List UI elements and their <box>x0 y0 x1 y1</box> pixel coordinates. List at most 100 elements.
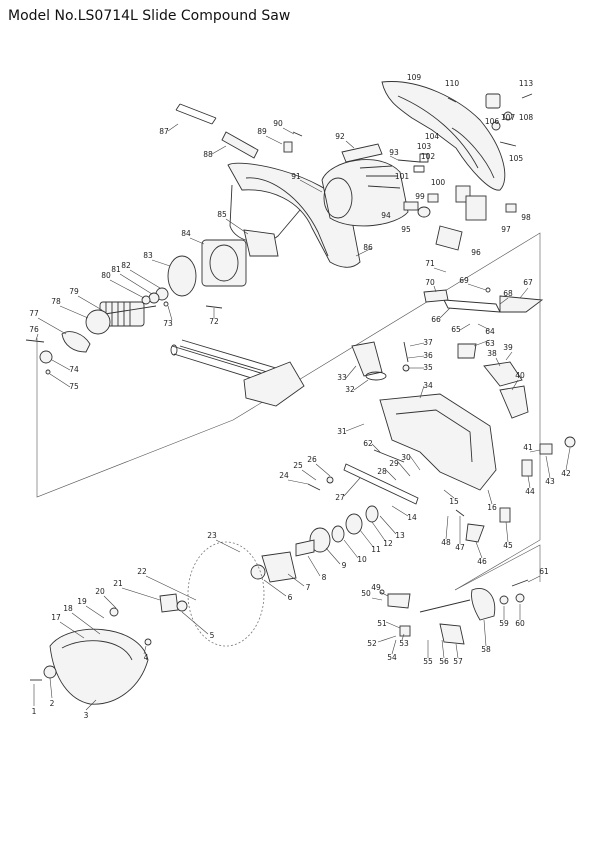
safety-cover-part <box>499 385 529 419</box>
top-handle-part <box>381 81 506 191</box>
link-plate-part <box>483 361 523 387</box>
safety-cover-spring-part <box>109 607 119 617</box>
callout-8: 8 <box>322 573 327 582</box>
stopper-part <box>423 289 449 303</box>
brush-holder-part <box>413 165 425 173</box>
callout-56: 56 <box>439 657 449 666</box>
baffle-part <box>243 229 279 257</box>
callout-101: 101 <box>395 172 410 181</box>
bracket-part <box>419 153 429 163</box>
handle-screw-part <box>447 97 457 103</box>
callout-5: 5 <box>210 631 215 640</box>
switch-bracket-part <box>387 593 411 609</box>
pin-part <box>45 369 51 375</box>
callout-41: 41 <box>523 443 533 452</box>
handle-bolt-part <box>499 141 517 147</box>
callout-104: 104 <box>425 132 440 141</box>
clamp-part <box>61 331 91 353</box>
callout-82: 82 <box>121 261 131 270</box>
outer-flange-part <box>250 564 266 580</box>
washer-part <box>163 301 169 307</box>
bearing-part <box>39 350 53 364</box>
callout-26: 26 <box>307 455 317 464</box>
gear-train-part <box>295 505 379 557</box>
callout-58: 58 <box>481 645 491 654</box>
callout-65: 65 <box>451 325 461 334</box>
callout-79: 79 <box>69 287 79 296</box>
lever-screw-part <box>485 287 491 293</box>
callout-23: 23 <box>207 531 217 540</box>
callout-113: 113 <box>519 79 534 88</box>
callout-21: 21 <box>113 579 123 588</box>
handle-cover-part <box>471 588 496 621</box>
callout-87: 87 <box>159 127 169 136</box>
callout-9: 9 <box>342 561 347 570</box>
callout-71: 71 <box>425 259 435 268</box>
callout-107: 107 <box>501 113 516 122</box>
callout-6: 6 <box>288 593 293 602</box>
brush-cap-part <box>417 206 431 218</box>
callout-7: 7 <box>306 583 311 592</box>
lever-holder-part <box>439 623 465 645</box>
callout-18: 18 <box>63 604 73 613</box>
callout-91: 91 <box>291 172 301 181</box>
callout-61: 61 <box>539 567 549 576</box>
callout-70: 70 <box>425 278 435 287</box>
safety-guard-part <box>49 628 149 705</box>
callout-38: 38 <box>487 349 497 358</box>
callout-89: 89 <box>257 127 267 136</box>
callout-1: 1 <box>32 707 37 716</box>
callout-110: 110 <box>445 79 460 88</box>
carbon-brush-part <box>403 201 419 211</box>
callout-63: 63 <box>485 339 495 348</box>
callout-105: 105 <box>509 154 524 163</box>
callout-109: 109 <box>407 73 422 82</box>
power-cord-part <box>175 103 217 125</box>
callout-12: 12 <box>383 539 393 548</box>
callout-96: 96 <box>471 248 481 257</box>
baffle-plate-part <box>167 255 197 297</box>
callout-32: 32 <box>345 385 355 394</box>
callout-34: 34 <box>423 381 433 390</box>
callout-47: 47 <box>455 543 465 552</box>
callout-54: 54 <box>387 653 397 662</box>
controller-part <box>465 195 487 221</box>
callout-59: 59 <box>499 619 509 628</box>
section-guides <box>36 232 541 591</box>
callout-80: 80 <box>101 271 111 280</box>
callout-108: 108 <box>519 113 534 122</box>
callout-22: 22 <box>137 567 147 576</box>
callout-10: 10 <box>357 555 367 564</box>
callout-77: 77 <box>29 309 39 318</box>
callout-85: 85 <box>217 210 227 219</box>
clamp-screw-part <box>292 131 303 137</box>
callout-86: 86 <box>363 243 373 252</box>
callout-92: 92 <box>335 132 345 141</box>
callout-93: 93 <box>389 148 399 157</box>
callout-55: 55 <box>423 657 433 666</box>
callout-46: 46 <box>477 557 487 566</box>
callout-95: 95 <box>401 225 411 234</box>
handle-lever-part <box>499 295 544 313</box>
callout-72: 72 <box>209 317 219 326</box>
lock-lever-bolt-part <box>403 341 409 363</box>
callout-103: 103 <box>417 142 432 151</box>
lock-screw-part <box>521 93 533 99</box>
callout-17: 17 <box>51 613 61 622</box>
fan-part <box>85 309 111 335</box>
ring-screw-part <box>511 579 529 587</box>
callout-30: 30 <box>401 453 411 462</box>
spring-part <box>491 121 501 131</box>
callout-84: 84 <box>181 229 191 238</box>
callout-40: 40 <box>515 371 525 380</box>
callout-74: 74 <box>69 365 79 374</box>
callout-97: 97 <box>501 225 511 234</box>
callout-78: 78 <box>51 297 61 306</box>
pin-shaft-part <box>455 509 465 517</box>
callout-94: 94 <box>381 211 391 220</box>
callout-20: 20 <box>95 587 105 596</box>
insulation-sheet-part <box>435 225 463 251</box>
knob-part <box>564 436 576 448</box>
callout-29: 29 <box>389 459 399 468</box>
callout-labels: 1 2 3 4 5 6 7 8 9 10 11 12 13 14 15 16 1… <box>29 73 571 720</box>
